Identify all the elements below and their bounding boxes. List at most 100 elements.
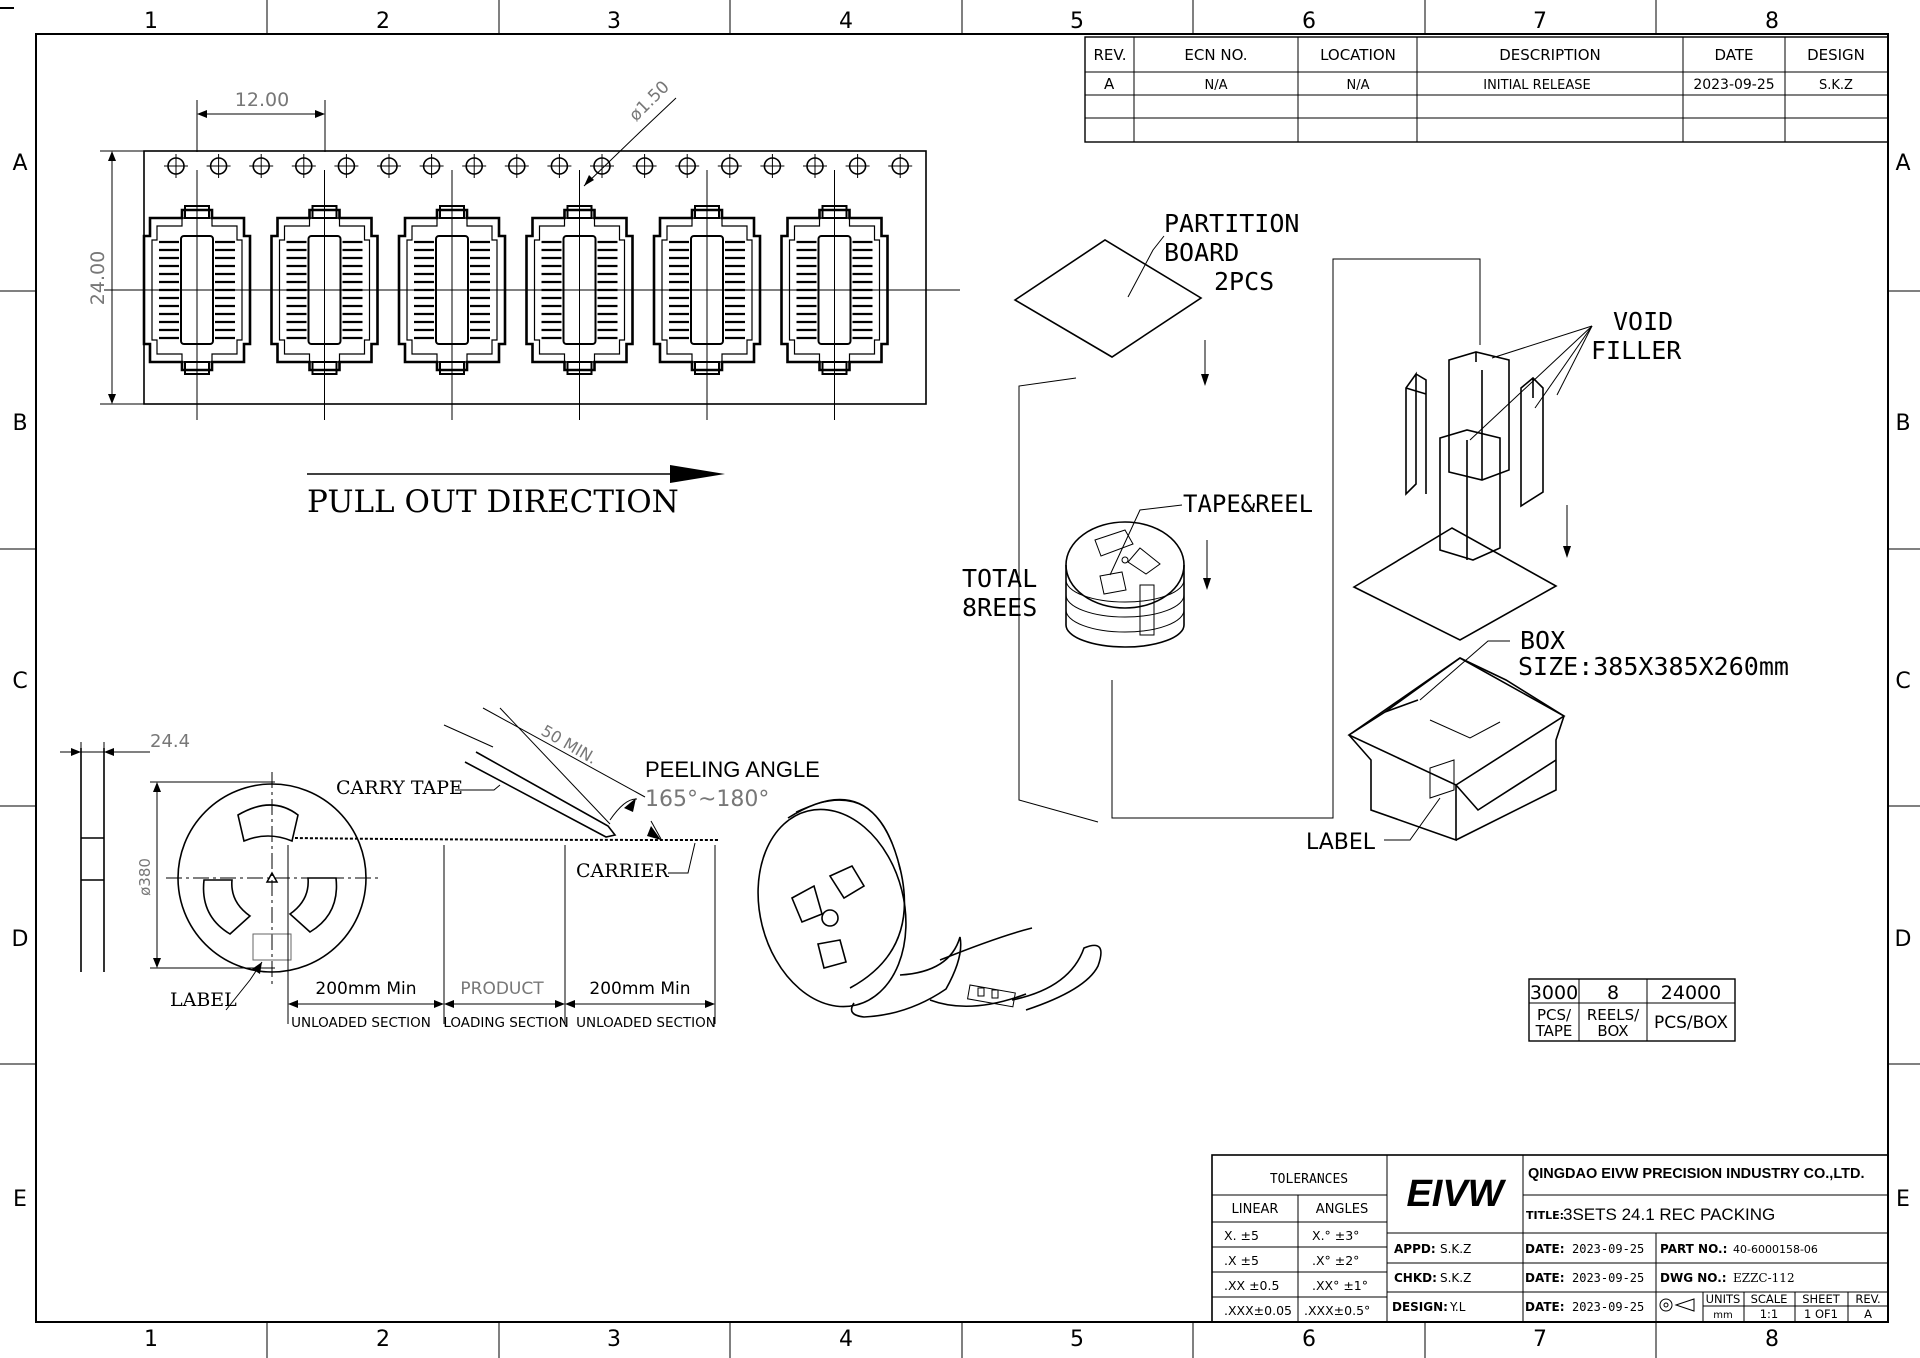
rev-header-description: DESCRIPTION <box>1499 46 1601 64</box>
zone-row-b-left: B <box>12 411 27 436</box>
title-label: TITLE: <box>1526 1209 1564 1222</box>
sprocket-hole <box>632 154 657 178</box>
scale-label: SCALE <box>1751 1292 1788 1306</box>
pull-out-direction-label: PULL OUT DIRECTION <box>307 484 679 520</box>
design-value: Y.L <box>1449 1300 1466 1314</box>
zone-row-c-right: C <box>1895 669 1910 694</box>
zone-row-d-left: D <box>12 927 29 952</box>
zone-col-4-bottom: 4 <box>839 1327 853 1352</box>
dwg-no-value: EZZC-112 <box>1733 1271 1795 1285</box>
date-label-3: DATE: <box>1525 1300 1565 1314</box>
reel-diameter-dimension: ø380 <box>136 858 154 896</box>
tape-reel-label: TAPE&REEL <box>1183 490 1313 518</box>
unit-reels-box-2: BOX <box>1597 1022 1628 1040</box>
sprocket-hole <box>803 154 827 178</box>
design-label: DESIGN: <box>1392 1300 1448 1314</box>
box-size-label: SIZE:385X385X260mm <box>1518 652 1789 681</box>
zone-col-3-top: 3 <box>607 9 621 34</box>
carry-tape-label: CARRY TAPE <box>336 777 463 799</box>
zone-col-4-top: 4 <box>839 9 853 34</box>
appd-label: APPD: <box>1394 1242 1436 1256</box>
tol-angle-1: .X° ±2° <box>1312 1253 1359 1268</box>
sprocket-hole <box>888 154 913 178</box>
tape-width-dimension: 24.00 <box>87 251 109 305</box>
zone-row-d-right: D <box>1895 927 1912 952</box>
packing-exploded-view: PARTITION BOARD 2PCS TAPE&REEL TOTAL 8RE… <box>962 209 1789 855</box>
lower-partition-board <box>1352 527 1558 641</box>
partition-label-2: BOARD <box>1164 238 1239 267</box>
zone-col-6-bottom: 6 <box>1302 1327 1316 1352</box>
zone-col-2-top: 2 <box>376 9 390 34</box>
chkd-label: CHKD: <box>1394 1271 1437 1285</box>
tol-linear-2: .XX ±0.5 <box>1224 1278 1279 1293</box>
company-logo: EIVW <box>1406 1173 1506 1215</box>
box-label-tag: LABEL <box>1306 830 1376 855</box>
sheet-label: SHEET <box>1802 1292 1840 1306</box>
zone-row-a-right: A <box>1895 151 1910 176</box>
rev-header-ecn: ECN NO. <box>1184 46 1247 64</box>
void-filler-label-2: FILLER <box>1591 336 1682 365</box>
linear-heading: LINEAR <box>1232 1202 1279 1217</box>
qty-pcs-per-box: 24000 <box>1661 982 1721 1004</box>
void-fillers <box>1405 351 1544 561</box>
sprocket-hole <box>164 154 188 178</box>
packing-box <box>1347 657 1566 842</box>
unit-pcs-tape-1: PCS/ <box>1537 1006 1572 1024</box>
tol-linear-3: .XXX±0.05 <box>1224 1303 1292 1318</box>
partition-label-1: PARTITION <box>1164 209 1299 238</box>
section-1-name: UNLOADED SECTION <box>291 1015 431 1031</box>
rev-cell-rev: A <box>1104 75 1115 93</box>
peeling-angle-range: 165°~180° <box>645 787 769 812</box>
box-label-1: BOX <box>1520 626 1565 655</box>
zone-col-7-top: 7 <box>1533 9 1547 34</box>
component-pocket <box>270 170 379 420</box>
reel-label-tag: LABEL <box>170 989 237 1011</box>
zone-col-7-bottom: 7 <box>1533 1327 1547 1352</box>
void-filler-label-1: VOID <box>1613 307 1673 336</box>
zone-col-8-top: 8 <box>1765 9 1779 34</box>
sprocket-hole <box>206 154 231 178</box>
zone-row-b-right: B <box>1895 411 1910 436</box>
zone-row-a-left: A <box>12 151 27 176</box>
partition-board <box>1013 239 1203 358</box>
drawing-title: 3SETS 24.1 REC PACKING <box>1563 1205 1775 1224</box>
component-pocket <box>397 170 507 420</box>
projection-symbol-icon <box>1659 1298 1695 1312</box>
tol-linear-1: .X ±5 <box>1224 1253 1259 1268</box>
total-reels-label-1: TOTAL <box>962 564 1037 593</box>
reel-views: 24.4 ø380 50 MIN. PEELING ANGLE 165°~180… <box>60 707 1102 1031</box>
component-pocket <box>780 170 889 420</box>
tol-angle-2: .XX° ±1° <box>1312 1278 1368 1293</box>
tolerances-heading: TOLERANCES <box>1270 1172 1348 1187</box>
date-value-1: 2023-09-25 <box>1572 1242 1644 1256</box>
component-pocket <box>652 170 762 420</box>
units-label: UNITS <box>1706 1292 1741 1306</box>
sprocket-hole <box>504 154 529 178</box>
section-1-length: 200mm Min <box>315 979 416 999</box>
section-3-length: 200mm Min <box>589 979 690 999</box>
rev-label: REV. <box>1855 1292 1880 1306</box>
zone-col-5-bottom: 5 <box>1070 1327 1084 1352</box>
zone-col-1-bottom: 1 <box>144 1327 158 1352</box>
section-2-name: LOADING SECTION <box>443 1015 568 1031</box>
scale-value: 1:1 <box>1760 1307 1779 1321</box>
tol-angle-0: X.° ±3° <box>1312 1228 1359 1243</box>
carrier-label: CARRIER <box>576 860 669 882</box>
reel-width-dimension: 24.4 <box>150 731 190 752</box>
zone-col-6-top: 6 <box>1302 9 1316 34</box>
date-label-1: DATE: <box>1525 1242 1565 1256</box>
qty-pcs-per-tape: 3000 <box>1530 982 1578 1004</box>
carrier-tape-view: 12.00 ø1.50 24.00 PULL OUT DIRECTION <box>87 77 960 520</box>
zone-col-3-bottom: 3 <box>607 1327 621 1352</box>
partition-label-3: 2PCS <box>1214 267 1274 296</box>
zone-col-8-bottom: 8 <box>1765 1327 1779 1352</box>
rev-cell-date: 2023-09-25 <box>1693 77 1774 93</box>
revision-table: REV. ECN NO. LOCATION DESCRIPTION DATE D… <box>1084 36 1889 143</box>
rev-header-design: DESIGN <box>1807 46 1865 64</box>
tol-angle-3: .XXX±0.5° <box>1304 1303 1370 1318</box>
zone-row-c-left: C <box>12 669 27 694</box>
unit-pcs-box: PCS/BOX <box>1654 1013 1728 1033</box>
rev-cell-design: S.K.Z <box>1819 78 1853 93</box>
part-no-label: PART NO.: <box>1660 1242 1727 1256</box>
